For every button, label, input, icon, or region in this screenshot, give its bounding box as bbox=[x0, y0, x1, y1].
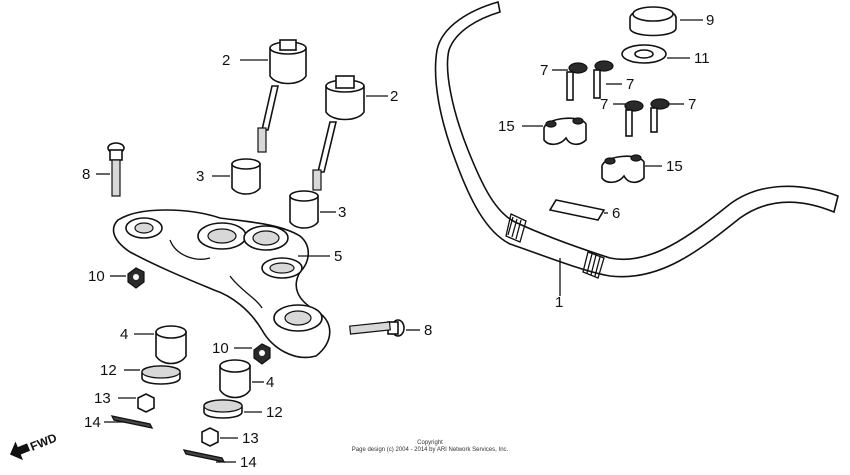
copyright-line-1: Copyright bbox=[417, 440, 443, 446]
callout-2-a: 2 bbox=[222, 52, 230, 69]
callout-14-b: 14 bbox=[240, 454, 257, 471]
fwd-label: FWD bbox=[28, 430, 59, 453]
fwd-arrow: FWD bbox=[9, 430, 59, 461]
nut-part-13-a bbox=[118, 393, 155, 413]
bushing-part-3-b bbox=[289, 190, 336, 229]
callout-10-a: 10 bbox=[88, 268, 105, 285]
copyright-line-2: Page design (c) 2004 - 2014 by ARI Netwo… bbox=[351, 447, 509, 453]
callout-7-a: 7 bbox=[540, 62, 548, 79]
bolt-part-7-c bbox=[613, 100, 644, 137]
nut-part-10-a bbox=[110, 267, 145, 289]
bushing-part-3-a bbox=[212, 158, 261, 195]
callout-1: 1 bbox=[555, 294, 563, 311]
washer-part-11 bbox=[621, 44, 690, 64]
callout-3-a: 3 bbox=[196, 168, 204, 185]
callout-3-b: 3 bbox=[338, 204, 346, 221]
bolt-part-7-b bbox=[593, 60, 622, 99]
bolt-part-7-a bbox=[552, 62, 588, 101]
top-bridge-part-5 bbox=[112, 209, 331, 359]
callout-14-a: 14 bbox=[84, 414, 101, 431]
bushing-part-4-a bbox=[134, 325, 187, 365]
callout-6: 6 bbox=[612, 205, 620, 222]
handlebar bbox=[434, 0, 839, 279]
nut-part-13-b bbox=[201, 427, 238, 447]
decal-part-6 bbox=[548, 199, 606, 221]
bolt-part-7-d bbox=[650, 98, 684, 133]
callout-2-b: 2 bbox=[390, 88, 398, 105]
bolt-part-8-a bbox=[96, 142, 125, 197]
callout-8-a: 8 bbox=[82, 166, 90, 183]
callout-12-b: 12 bbox=[266, 404, 283, 421]
cotter-pin-part-14-b bbox=[182, 449, 236, 463]
callout-7-b: 7 bbox=[626, 76, 634, 93]
washer-part-12-a bbox=[124, 365, 181, 385]
callout-12-a: 12 bbox=[100, 362, 117, 379]
cotter-pin-part-14-a bbox=[104, 415, 154, 429]
callout-4-a: 4 bbox=[120, 326, 128, 343]
callout-13-b: 13 bbox=[242, 430, 259, 447]
nut-part-10-b bbox=[234, 343, 271, 365]
callout-7-d: 7 bbox=[688, 96, 696, 113]
callout-13-a: 13 bbox=[94, 390, 111, 407]
callout-11: 11 bbox=[694, 50, 710, 67]
callout-8-b: 8 bbox=[424, 322, 432, 339]
bolt-part-8-b bbox=[349, 319, 420, 337]
callout-4-b: 4 bbox=[266, 374, 274, 391]
callout-15-b: 15 bbox=[666, 158, 683, 175]
callout-7-c: 7 bbox=[600, 96, 608, 113]
cap-nut-part-9 bbox=[629, 6, 703, 37]
callout-9: 9 bbox=[706, 12, 714, 29]
clamp-part-15-a bbox=[522, 117, 587, 146]
riser-part-2-b bbox=[312, 75, 388, 191]
callout-15-a: 15 bbox=[498, 118, 515, 135]
bushing-part-4-b bbox=[219, 359, 264, 399]
callout-10-b: 10 bbox=[212, 340, 229, 357]
riser-part-2-a bbox=[240, 39, 307, 153]
washer-part-12-b bbox=[203, 399, 262, 419]
clamp-part-15-b bbox=[601, 154, 662, 184]
copyright-notice: Copyright Page design (c) 2004 - 2014 by… bbox=[300, 440, 560, 454]
callout-5: 5 bbox=[334, 248, 342, 265]
